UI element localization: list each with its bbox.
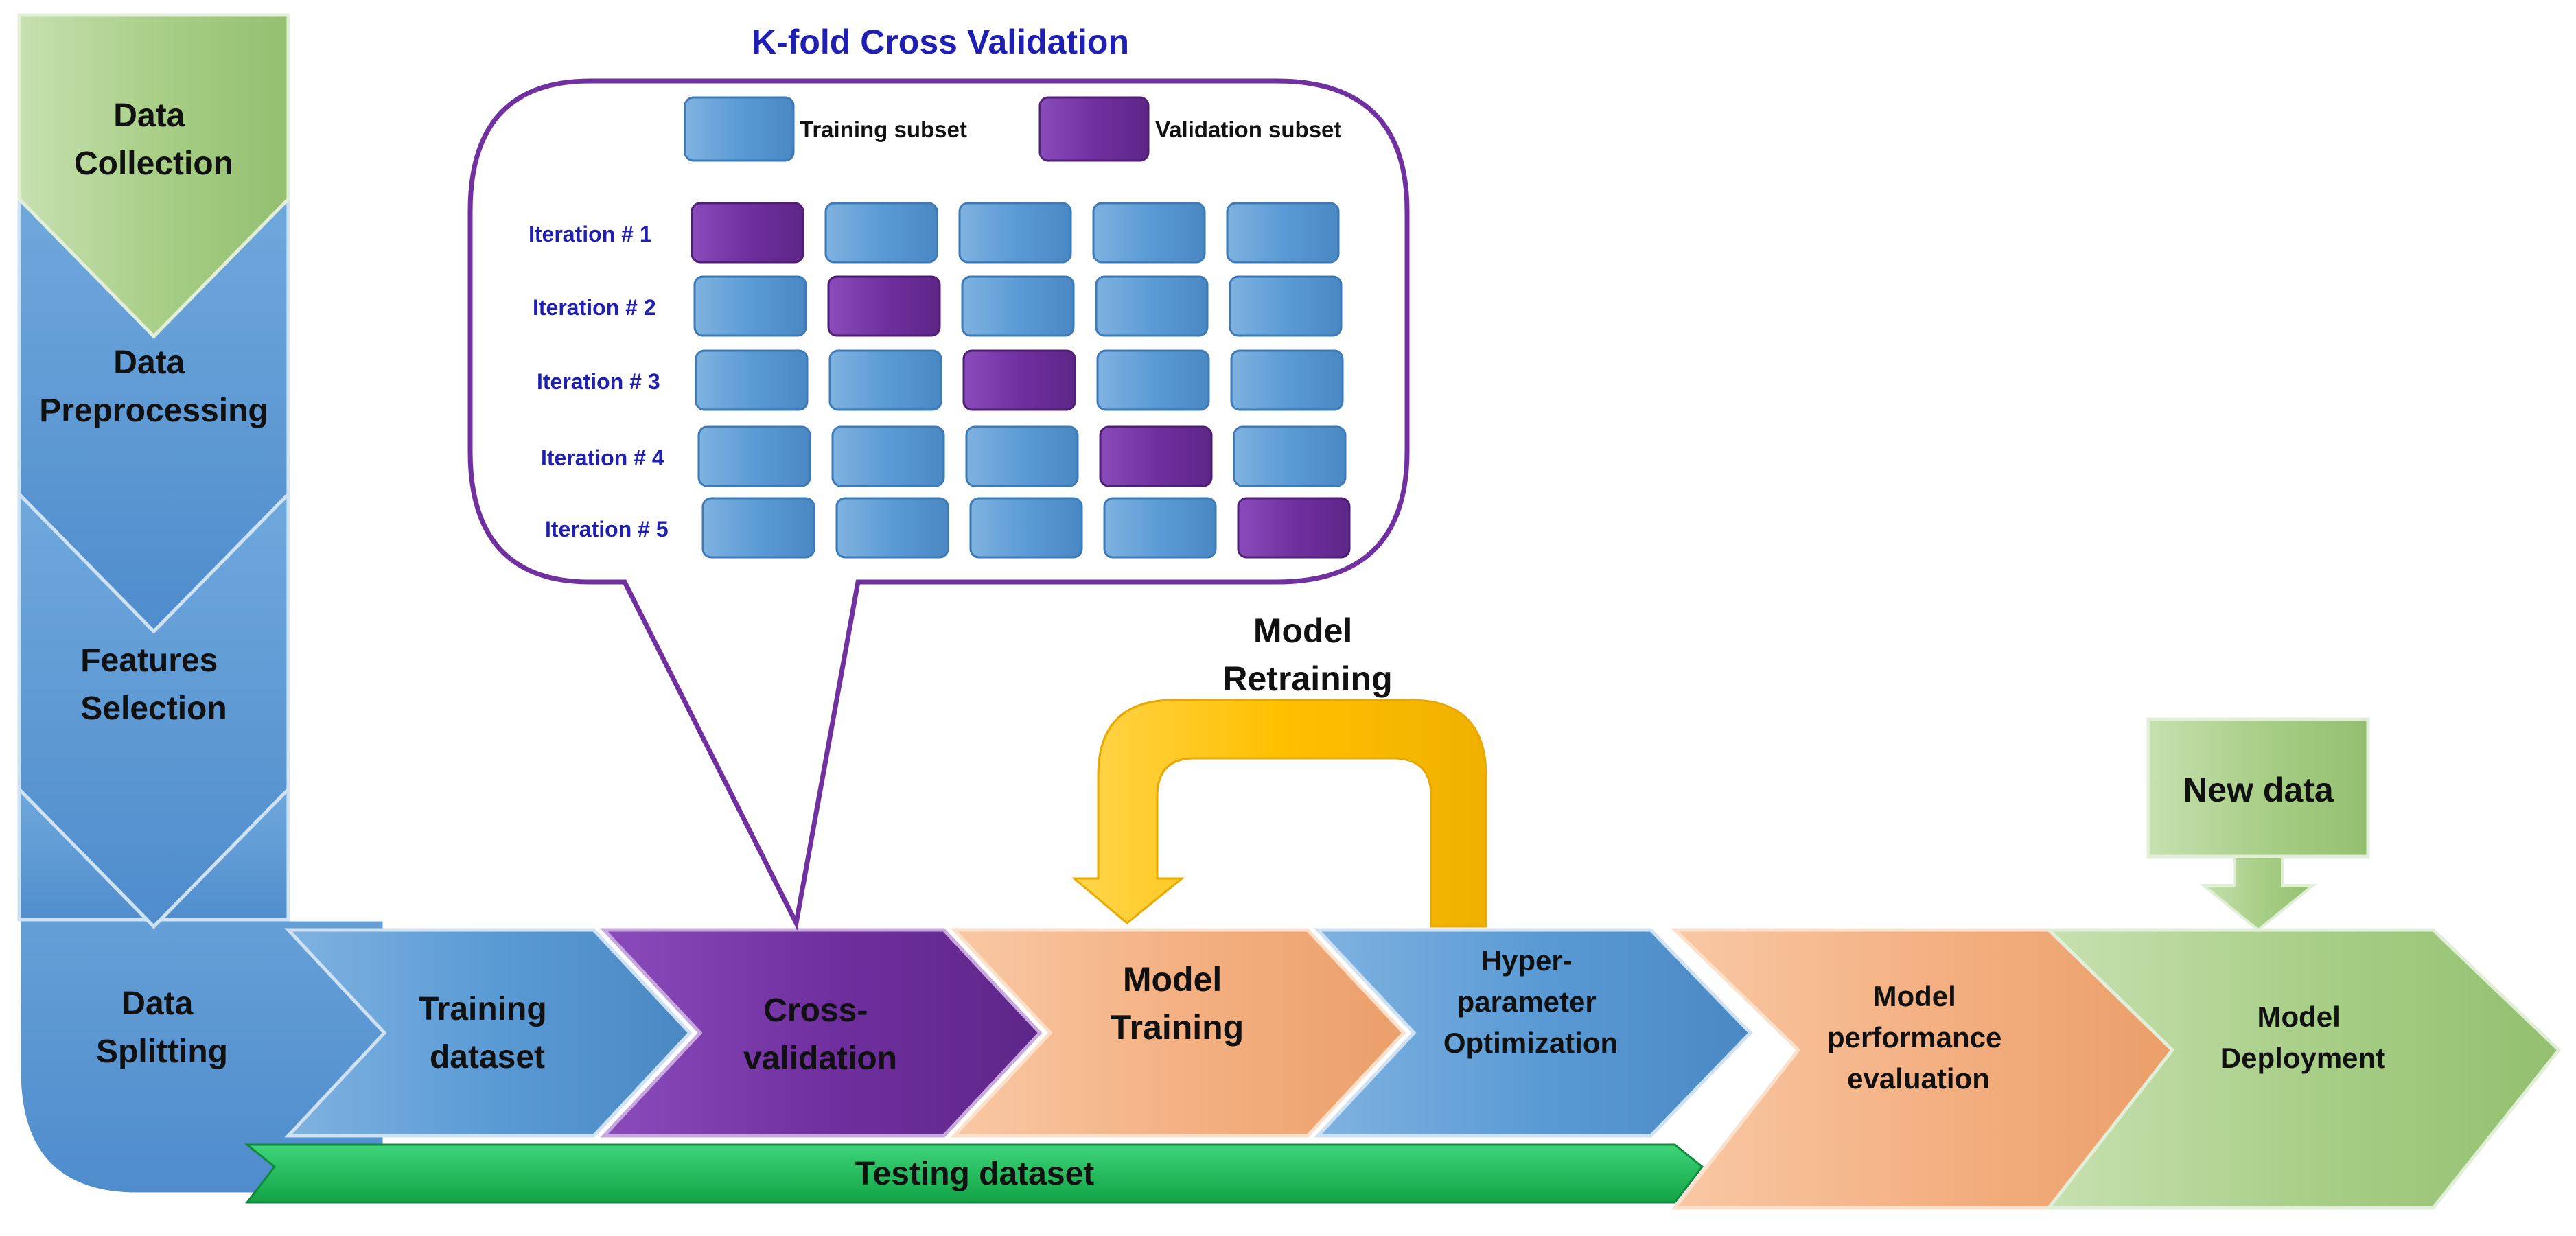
fold-cell-training-iter5-fold1 <box>701 497 815 559</box>
fold-cell-training-iter2-fold3 <box>961 275 1075 337</box>
fold-cell-training-iter1-fold3 <box>958 202 1072 264</box>
fold-cell-training-iter1-fold5 <box>1226 202 1340 264</box>
features-selection-line-2: Selection <box>80 690 227 727</box>
legend-training-swatch <box>684 96 795 162</box>
fold-cell-training-iter2-fold4 <box>1095 275 1209 337</box>
fold-cell-validation-iter1-fold1 <box>691 202 804 264</box>
fold-grid <box>691 202 1351 559</box>
model-performance-line-3: evaluation <box>1847 1062 1990 1095</box>
model-retraining-label: Model Retraining <box>1222 611 1392 698</box>
fold-cell-training-iter3-fold5 <box>1230 349 1344 411</box>
fold-cell-training-iter5-fold2 <box>835 497 949 559</box>
cross-validation-line-1: Cross- <box>763 992 868 1029</box>
model-deployment-label: Model Deployment <box>2220 1001 2385 1074</box>
training-dataset-chevron <box>284 928 693 1138</box>
fold-cell-validation-iter5-fold5 <box>1237 497 1351 559</box>
data-splitting-line-1: Data <box>121 986 193 1022</box>
fold-cell-training-iter2-fold5 <box>1229 275 1343 337</box>
legend-validation-swatch <box>1038 96 1150 162</box>
data-splitting-label: Data Splitting <box>96 986 228 1070</box>
fold-cell-validation-iter2-fold2 <box>827 275 941 337</box>
new-data-label: New data <box>2183 771 2334 809</box>
cross-validation-label: Cross- validation <box>743 992 897 1077</box>
fold-cell-training-iter1-fold2 <box>824 202 938 264</box>
fold-cell-training-iter4-fold5 <box>1233 425 1347 487</box>
fold-cell-training-iter4-fold1 <box>697 425 811 487</box>
legend-training-label: Training subset <box>800 117 967 142</box>
iteration-label-5: Iteration # 5 <box>545 517 669 541</box>
testing-dataset-bar <box>244 1143 1704 1204</box>
cross-validation-line-2: validation <box>743 1040 897 1077</box>
training-dataset-line-1: Training <box>419 991 547 1027</box>
features-selection-line-1: Features <box>80 642 218 679</box>
model-retraining-line-2: Retraining <box>1222 660 1392 698</box>
data-collection-line-1: Data <box>113 97 185 134</box>
model-training-label: Model Training <box>1111 960 1244 1047</box>
model-performance-label: Model performance evaluation <box>1827 980 2010 1095</box>
model-training-chevron <box>950 928 1406 1138</box>
features-selection-label: Features Selection <box>80 642 227 727</box>
fold-cell-training-iter5-fold4 <box>1103 497 1217 559</box>
cross-validation-chevron <box>600 928 1043 1138</box>
testing-dataset-label: Testing dataset <box>855 1156 1095 1192</box>
iteration-label-1: Iteration # 1 <box>529 222 652 246</box>
model-retraining-line-1: Model <box>1253 611 1352 650</box>
fold-cell-training-iter4-fold3 <box>965 425 1079 487</box>
hyperparameter-label: Hyper- parameter Optimization <box>1443 944 1618 1059</box>
model-training-line-1: Model <box>1123 960 1222 999</box>
kfold-title: K-fold Cross Validation <box>752 23 1129 61</box>
iteration-labels: Iteration # 1 Iteration # 2 Iteration # 3 I… <box>529 222 669 541</box>
data-collection-chevron <box>17 13 290 339</box>
new-data-box <box>2146 717 2370 859</box>
fold-cell-training-iter2-fold1 <box>693 275 807 337</box>
model-deployment-line-2: Deployment <box>2220 1042 2385 1074</box>
hyperparameter-chevron <box>1314 928 1753 1138</box>
iteration-label-4: Iteration # 4 <box>541 445 664 470</box>
model-performance-line-1: Model <box>1873 980 1956 1012</box>
iteration-label-3: Iteration # 3 <box>537 369 660 394</box>
hyperparameter-line-2: parameter <box>1457 986 1597 1018</box>
model-deployment-line-1: Model <box>2258 1001 2341 1033</box>
fold-cell-training-iter3-fold2 <box>828 349 942 411</box>
training-dataset-line-2: dataset <box>430 1039 545 1075</box>
retraining-loop-arrow <box>1071 699 1487 928</box>
data-splitting-line-2: Splitting <box>96 1034 228 1070</box>
fold-cell-training-iter4-fold2 <box>831 425 945 487</box>
data-collection-line-2: Collection <box>74 145 233 182</box>
fold-cell-validation-iter4-fold4 <box>1099 425 1213 487</box>
fold-cell-training-iter3-fold1 <box>695 349 809 411</box>
training-dataset-label: Training dataset <box>419 991 556 1075</box>
new-data-arrow <box>2199 855 2317 932</box>
data-preprocessing-label: Data Preprocessing <box>39 345 268 429</box>
model-training-line-2: Training <box>1111 1008 1244 1047</box>
model-deployment-chevron <box>2044 928 2562 1210</box>
hyperparameter-line-1: Hyper- <box>1481 944 1573 977</box>
model-performance-line-2: performance <box>1827 1021 2001 1053</box>
fold-cell-training-iter1-fold4 <box>1092 202 1206 264</box>
fold-cell-training-iter5-fold3 <box>969 497 1083 559</box>
iteration-label-2: Iteration # 2 <box>533 295 656 320</box>
data-preprocessing-line-2: Preprocessing <box>39 393 268 429</box>
hyperparameter-line-3: Optimization <box>1443 1027 1618 1059</box>
legend-validation-label: Validation subset <box>1155 117 1341 142</box>
fold-cell-validation-iter3-fold3 <box>962 349 1076 411</box>
data-collection-label: Data Collection <box>74 97 233 182</box>
fold-cell-training-iter3-fold4 <box>1096 349 1210 411</box>
data-preprocessing-line-1: Data <box>113 345 185 381</box>
